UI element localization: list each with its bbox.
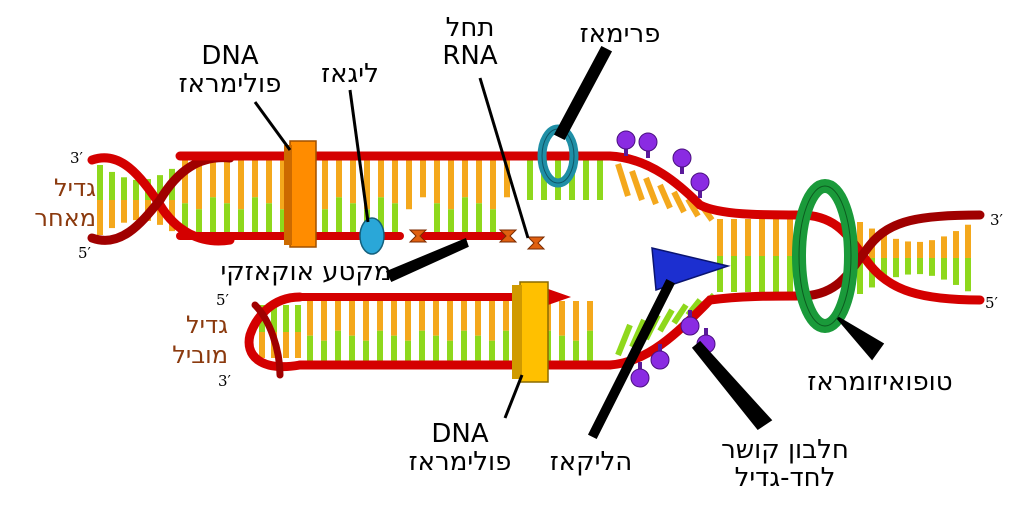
primase-label: פרימאז bbox=[579, 19, 661, 49]
base-unpaired bbox=[629, 170, 645, 201]
lagging-strand-line-2: מאחר bbox=[34, 204, 96, 232]
base-unpaired bbox=[685, 197, 701, 218]
leader-primase bbox=[553, 46, 613, 140]
helicase-enzyme bbox=[651, 247, 731, 292]
ssb-protein bbox=[672, 148, 692, 174]
ssb-protein bbox=[616, 130, 636, 156]
leading-strand-line-1: גדיל bbox=[186, 311, 228, 339]
rna-primer-1 bbox=[408, 229, 428, 243]
leader-polymerase-bottom bbox=[503, 374, 524, 419]
parent-helix-backbone-a bbox=[795, 210, 985, 305]
dna-polymerase-top-line-1: DNA bbox=[201, 41, 259, 71]
leader-ssb bbox=[691, 340, 773, 431]
okazaki-label: מקטע אוקאזקי bbox=[220, 257, 392, 287]
rna-primer-2 bbox=[498, 229, 518, 243]
dna-polymerase-top-enzyme bbox=[284, 140, 317, 248]
dna-polymerase-bottom-label: DNA פולימראז bbox=[390, 420, 530, 476]
rna-primer-label: תחל RNA bbox=[420, 14, 520, 70]
rna-primer-line-2: RNA bbox=[442, 41, 498, 71]
base-unpaired bbox=[657, 183, 673, 210]
base-unpaired bbox=[629, 318, 647, 349]
dna-polymerase-bottom-line-2: פולימראז bbox=[408, 447, 512, 477]
rna-primer-3 bbox=[526, 236, 546, 250]
leader-lines bbox=[253, 46, 885, 440]
topoisomerase-enzyme bbox=[792, 179, 858, 333]
base-unpaired bbox=[657, 308, 675, 333]
leading-top-end: 5′ bbox=[216, 291, 229, 309]
leader-polymerase-top bbox=[253, 101, 292, 151]
leader-topoisomerase bbox=[836, 316, 885, 361]
lagging-strand-label: גדיל מאחר bbox=[10, 173, 96, 233]
leader-okazaki bbox=[385, 237, 469, 282]
leader-helicase bbox=[587, 278, 676, 440]
ssb-protein bbox=[680, 310, 700, 336]
leading-bottom-end: 3′ bbox=[218, 372, 231, 390]
base-unpaired bbox=[615, 163, 631, 197]
leader-ligase bbox=[348, 89, 370, 223]
leader-primer bbox=[478, 77, 530, 239]
base-unpaired bbox=[671, 303, 689, 325]
rna-primers bbox=[408, 229, 546, 250]
lagging-bottom-end: 5′ bbox=[78, 244, 91, 262]
dna-polymerase-top-label: DNA פולימראז bbox=[160, 42, 300, 98]
ssb-line-1: חלבון קושר bbox=[721, 435, 849, 465]
parent-top-end: 3′ bbox=[990, 211, 1003, 229]
rna-primer-line-1: תחל bbox=[445, 13, 495, 43]
lagging-top-end: 3′ bbox=[70, 149, 83, 167]
leading-strand-label: גדיל מוביל bbox=[132, 310, 228, 370]
upper-parent-backbone bbox=[175, 151, 805, 220]
topoisomerase-label: טופואיזומראז bbox=[807, 367, 953, 397]
dna-polymerase-bottom-enzyme bbox=[512, 281, 549, 383]
base-unpaired bbox=[671, 190, 687, 214]
helicase-label: הליקאז bbox=[549, 447, 633, 477]
leading-strand-line-2: מוביל bbox=[172, 341, 228, 369]
ligase-enzyme bbox=[359, 217, 385, 255]
lagging-strand-line-1: גדיל bbox=[54, 174, 96, 202]
ssb-protein bbox=[650, 344, 670, 370]
parent-bottom-end: 5′ bbox=[985, 294, 998, 312]
leading-helix-backbone-a bbox=[244, 292, 305, 371]
leading-helix-backbone-b bbox=[251, 301, 284, 379]
dna-polymerase-bottom-line-1: DNA bbox=[431, 419, 489, 449]
base-unpaired bbox=[615, 323, 633, 357]
ssb-protein bbox=[690, 172, 710, 198]
base-unpaired bbox=[643, 176, 659, 206]
parent-helix-backbone-b bbox=[795, 210, 985, 301]
dna-polymerase-top-line-2: פולימראז bbox=[178, 69, 282, 99]
ligase-label: ליגאז bbox=[321, 59, 379, 89]
ssb-protein bbox=[638, 132, 658, 158]
ssb-line-2: לחד-גדיל bbox=[734, 463, 836, 493]
ssb-label: חלבון קושר לחד-גדיל bbox=[700, 436, 870, 492]
ssb-protein bbox=[630, 362, 650, 388]
